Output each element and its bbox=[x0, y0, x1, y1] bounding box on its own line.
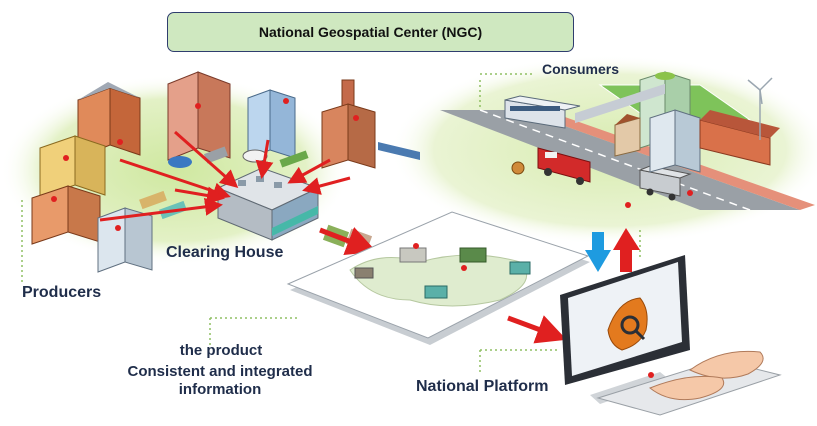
download-arrow-icon bbox=[585, 232, 611, 272]
consumer-houses bbox=[614, 114, 641, 157]
cable-reel-icon bbox=[511, 161, 525, 175]
status-dots bbox=[51, 98, 693, 378]
producer-building-3 bbox=[247, 89, 296, 159]
title-box: National Geospatial Center (NGC) bbox=[167, 12, 574, 52]
consumers-label: Consumers bbox=[542, 61, 620, 77]
road-marking bbox=[479, 109, 751, 211]
national-platform-label: National Platform bbox=[416, 378, 549, 395]
leader-lines bbox=[21, 73, 641, 372]
producer-building-6 bbox=[97, 207, 153, 273]
clearing-house-building bbox=[216, 167, 320, 241]
wind-turbine-icon bbox=[747, 77, 773, 140]
delivery-truck bbox=[638, 165, 692, 201]
producer-building-2 bbox=[167, 71, 231, 161]
product-description-line2: information bbox=[178, 381, 262, 398]
feed-arrows bbox=[99, 130, 351, 222]
train bbox=[378, 142, 420, 160]
consumer-building bbox=[649, 109, 701, 173]
producer-tower bbox=[321, 79, 376, 169]
producers-label: Producers bbox=[22, 284, 102, 301]
upload-arrow-icon bbox=[613, 228, 640, 272]
producer-building-4 bbox=[39, 135, 106, 198]
road bbox=[440, 110, 800, 210]
product-description-line1: Consistent and integrated bbox=[127, 363, 313, 380]
map-board bbox=[286, 211, 590, 345]
bus bbox=[504, 95, 581, 129]
fire-truck bbox=[537, 147, 591, 185]
producer-building-1 bbox=[77, 82, 141, 159]
monitor bbox=[560, 83, 690, 404]
clearing-house-label: Clearing House bbox=[166, 244, 284, 261]
hands bbox=[649, 350, 764, 401]
producer-building-5 bbox=[31, 185, 101, 245]
product-label: the product bbox=[179, 342, 263, 359]
arrow-to-platform bbox=[507, 315, 567, 344]
arrow-to-map bbox=[319, 227, 377, 256]
